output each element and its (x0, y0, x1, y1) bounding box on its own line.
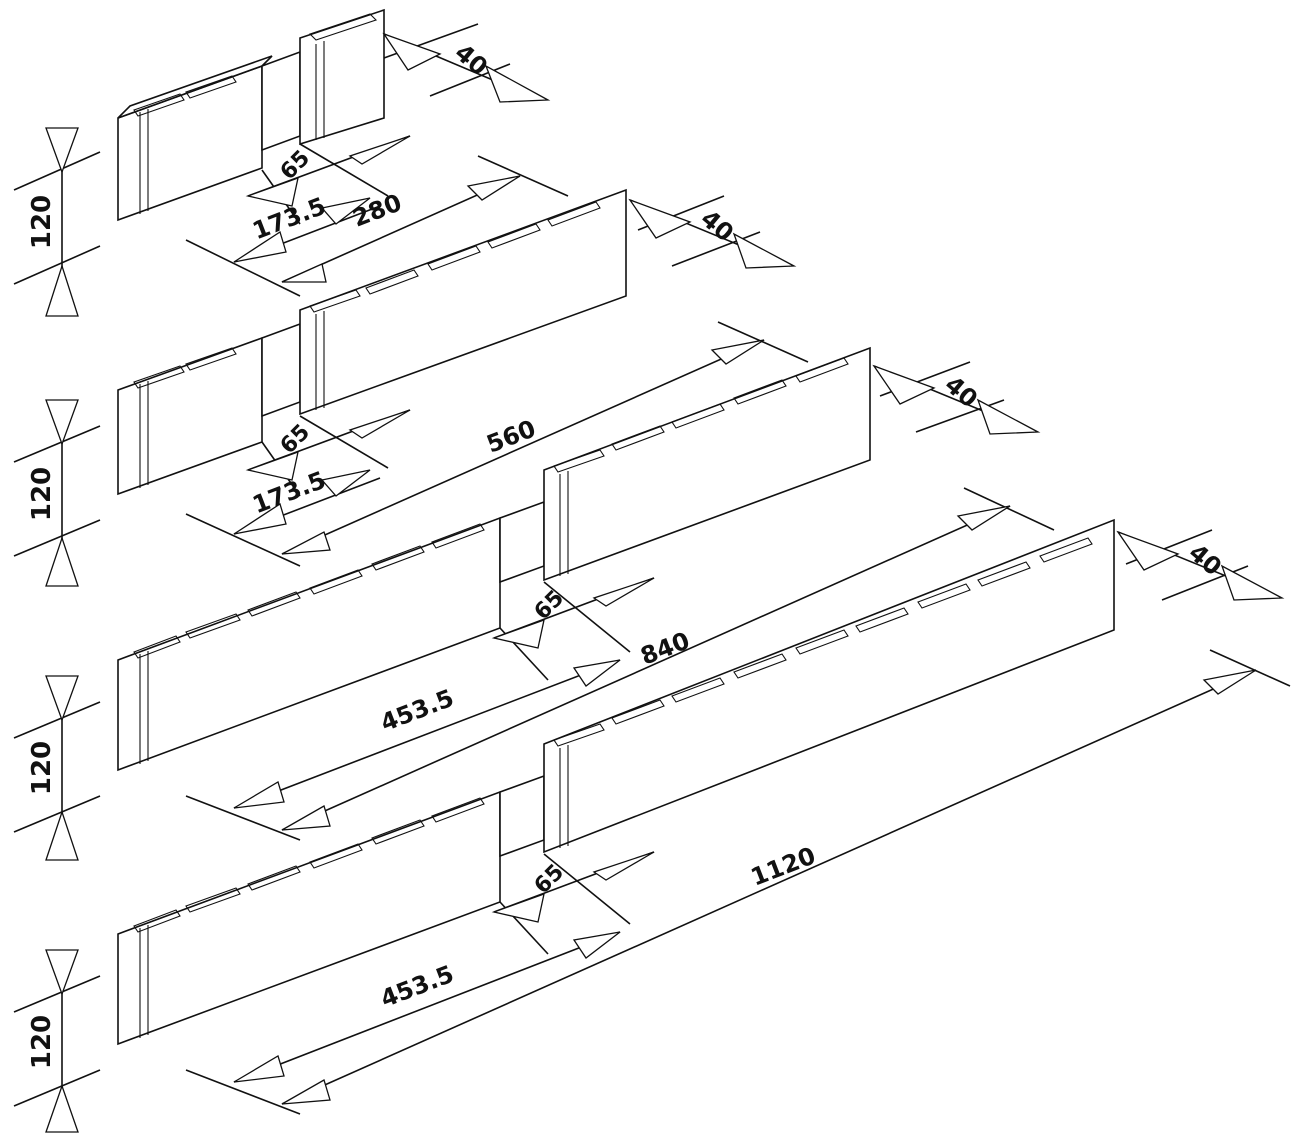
p2-height-label: 120 (27, 467, 57, 521)
depth-dim-1 (382, 23, 551, 103)
p1-right-length-label: 280 (349, 188, 406, 232)
profile-1 (117, 8, 385, 222)
length-dim-p4-right (281, 649, 1291, 1105)
p2-depth-label: 40 (695, 204, 739, 247)
length-dim-p3-left (185, 659, 621, 841)
length-dim-p1-right (281, 155, 569, 283)
p4-height-label: 120 (27, 1015, 57, 1069)
p3-left-length-label: 453.5 (377, 684, 458, 737)
p4-total-length-label: 1120 (747, 841, 819, 891)
profile-2 (117, 188, 627, 496)
p1-height-label: 120 (27, 195, 57, 249)
p3-total-length-label: 840 (637, 626, 694, 670)
height-dimensions (13, 127, 101, 1133)
height-dim-3 (13, 675, 101, 861)
profile-2-right-front-face (299, 188, 627, 416)
profile-3-bridge (499, 500, 545, 584)
p4-left-length-label: 453.5 (377, 960, 458, 1013)
profile-4 (117, 518, 1115, 1046)
p4-depth-label: 40 (1183, 538, 1227, 581)
p3-depth-label: 40 (939, 370, 983, 413)
profile-4-right-front-face (543, 518, 1115, 854)
gap-dim-4 (491, 851, 655, 955)
profile-1-right-front-face (299, 8, 385, 146)
gap-dimensions (245, 135, 655, 955)
length-dim-p2-right (281, 321, 809, 555)
height-dim-4 (13, 949, 101, 1133)
length-dim-p4-left (185, 931, 621, 1115)
depth-dim-3 (872, 361, 1041, 435)
length-dim-p1-left (185, 197, 381, 297)
profile-3-right-front-face (543, 346, 871, 582)
depth-dimensions (382, 23, 1285, 601)
height-dim-2 (13, 399, 101, 587)
p3-height-label: 120 (27, 741, 57, 795)
depth-dim-4 (1116, 529, 1285, 601)
p3-gap-label: 65 (530, 586, 569, 625)
length-dim-p3-right (281, 487, 1055, 831)
gap-dim-2 (245, 409, 411, 497)
p1-depth-label: 40 (449, 38, 493, 81)
profile-4-bridge (499, 774, 545, 858)
profile-1-bridge (261, 50, 301, 152)
p1-gap-label: 65 (276, 146, 315, 185)
profile-2-bridge (261, 322, 301, 418)
height-dim-1 (13, 127, 101, 317)
length-dimensions (185, 155, 1291, 1115)
length-dim-p2-left (185, 469, 381, 567)
p4-gap-label: 65 (530, 860, 569, 899)
gap-dim-1 (245, 135, 411, 225)
gap-dim-3 (491, 577, 655, 681)
depth-dim-2 (628, 195, 797, 269)
p2-gap-label: 65 (276, 420, 315, 459)
